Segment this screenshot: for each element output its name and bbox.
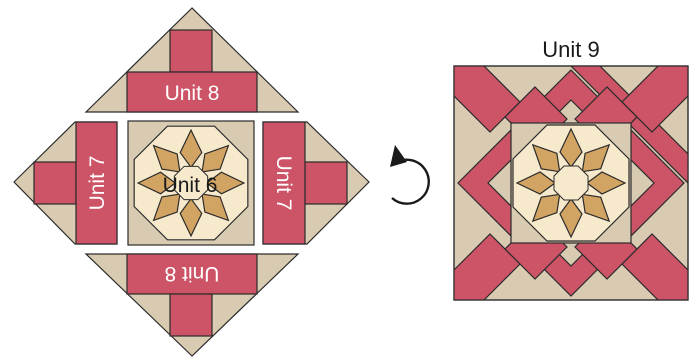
counterclockwise-rotate-arrow-icon: [390, 145, 430, 205]
unit8-bottom-block: Unit 8: [84, 253, 300, 357]
unit7-left-block: Unit 7: [13, 121, 118, 245]
unit9-label: Unit 9: [542, 37, 599, 62]
unit8-bottom-label: Unit 8: [165, 262, 220, 285]
unit6-label: Unit 6: [163, 174, 218, 197]
exploded-layout: Unit 8 Unit 7 Unit 6 Unit 7 Unit 8: [13, 7, 370, 357]
unit7-right-block: Unit 7: [262, 121, 370, 245]
unit7-right-label: Unit 7: [272, 156, 295, 211]
unit7-left-label: Unit 7: [86, 156, 109, 211]
unit8-top-block: Unit 8: [84, 7, 300, 113]
unit9-block: Unit 9: [453, 37, 689, 301]
unit6-block: Unit 6: [127, 120, 255, 246]
unit8-top-label: Unit 8: [165, 82, 220, 105]
